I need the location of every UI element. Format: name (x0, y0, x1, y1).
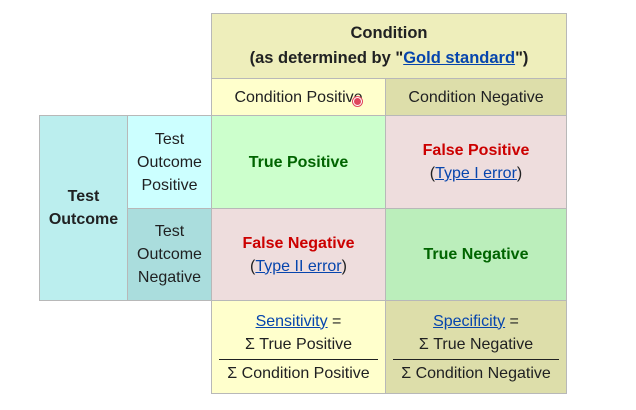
test-outcome-positive-header: Test Outcome Positive (127, 115, 212, 209)
true-negative-label: True Negative (423, 246, 529, 263)
sensitivity-fraction-bar (218, 358, 379, 360)
specificity-fraction-bar (393, 358, 559, 360)
type1-error-note: (Type I error) (429, 165, 523, 182)
false-negative-cell: False Negative (Type II error) (211, 208, 386, 301)
sensitivity-numerator: Σ True Positive (244, 335, 353, 353)
false-positive-cell: False Positive (Type I error) (385, 115, 567, 209)
condition-subtitle: (as determined by "Gold standard") (249, 49, 529, 67)
sensitivity-denominator: Σ Condition Positive (227, 364, 370, 382)
sensitivity-link[interactable]: Sensitivity (255, 312, 328, 330)
condition-positive-label: Condition Positive (234, 88, 363, 106)
specificity-heading: Specificity = (433, 312, 519, 330)
type2-error-note: (Type II error) (250, 257, 347, 275)
sensitivity-cell: Sensitivity = Σ True Positive Σ Conditio… (211, 300, 386, 394)
specificity-numerator: Σ True Negative (418, 335, 534, 353)
specificity-denominator: Σ Condition Negative (401, 364, 551, 382)
mouse-pointer-icon (353, 97, 362, 106)
specificity-cell: Specificity = Σ True Negative Σ Conditio… (385, 300, 567, 394)
test-outcome-header: Test Outcome (39, 115, 128, 301)
type1-error-link[interactable]: Type I error (435, 165, 517, 182)
test-outcome-negative-header: Test Outcome Negative (127, 208, 212, 301)
test-outcome-title-line2: Outcome (48, 211, 119, 228)
gold-standard-link[interactable]: Gold standard (403, 49, 516, 67)
sensitivity-heading: Sensitivity = (255, 312, 342, 330)
condition-title: Condition (350, 24, 428, 42)
true-positive-label: True Positive (248, 153, 349, 171)
condition-negative-label: Condition Negative (408, 88, 544, 106)
condition-header: Condition (as determined by "Gold standa… (211, 13, 567, 79)
specificity-link[interactable]: Specificity (433, 312, 506, 330)
type2-error-link[interactable]: Type II error (255, 257, 342, 275)
true-negative-cell: True Negative (385, 208, 567, 301)
test-outcome-title-line1: Test (67, 188, 100, 205)
false-negative-label: False Negative (242, 234, 355, 252)
false-positive-label: False Positive (422, 142, 530, 159)
condition-negative-header: Condition Negative (385, 78, 567, 116)
true-positive-cell: True Positive (211, 115, 386, 209)
